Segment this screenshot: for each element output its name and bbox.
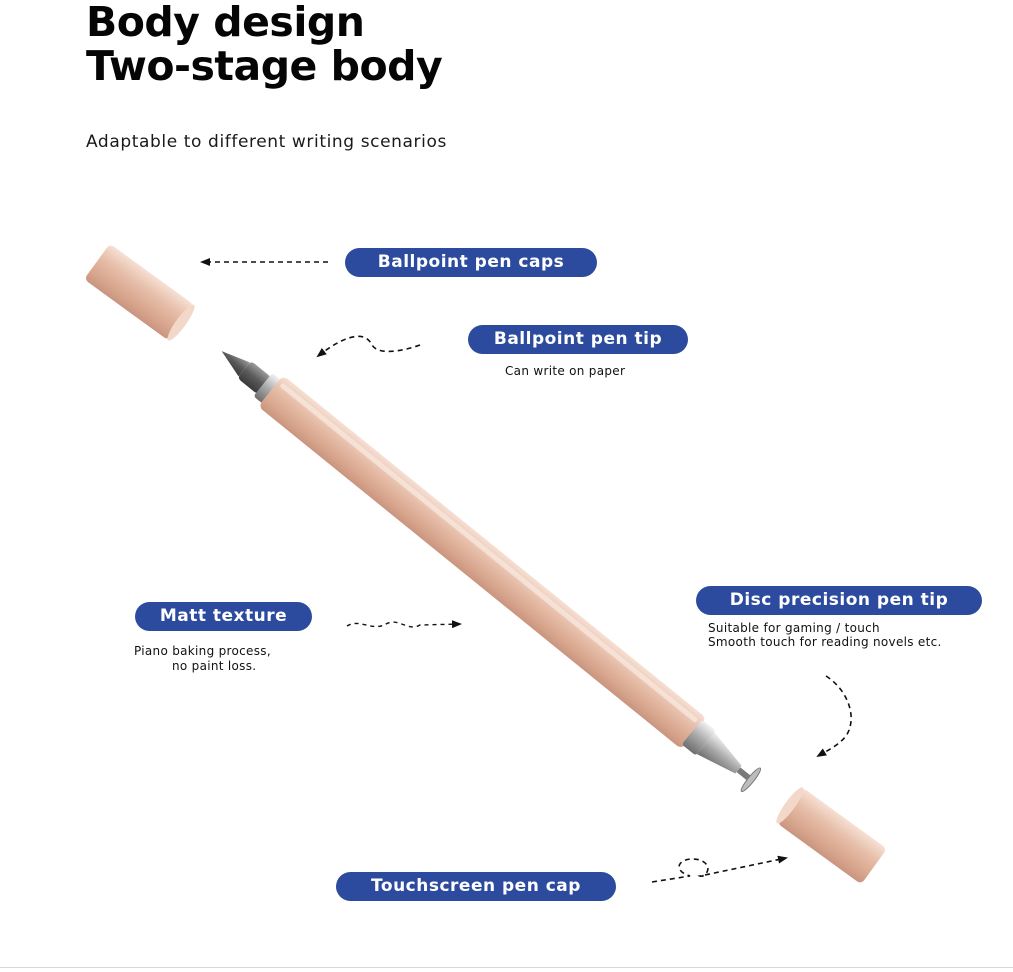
callout-ballpoint-caps: Ballpoint pen caps <box>345 248 597 277</box>
page-title-line2: Two-stage body <box>86 42 443 90</box>
arrow-to-touch-cap <box>651 855 788 883</box>
disc-tip-note-line1: Suitable for gaming / touch <box>708 621 880 635</box>
arrow-to-disc <box>816 675 852 758</box>
page-title-line1: Body design <box>86 0 365 46</box>
disc-tip-note-line2: Smooth touch for reading novels etc. <box>708 635 942 649</box>
callout-disc-precision-tip: Disc precision pen tip <box>696 586 982 615</box>
touchscreen-cap-shape <box>776 787 886 883</box>
page-subtitle: Adaptable to different writing scenarios <box>86 132 447 152</box>
pen-body-shape <box>221 351 762 793</box>
matt-texture-note-line1: Piano baking process, <box>134 644 271 658</box>
callout-ballpoint-tip: Ballpoint pen tip <box>468 325 688 354</box>
arrow-to-body <box>346 620 462 629</box>
ballpoint-tip-note: Can write on paper <box>505 364 626 378</box>
arrow-to-tip <box>316 335 421 358</box>
callout-touchscreen-cap: Touchscreen pen cap <box>336 872 616 901</box>
matt-texture-note-line2: no paint loss. <box>172 659 257 673</box>
callout-matt-texture: Matt texture <box>135 602 312 631</box>
ballpoint-cap-shape <box>85 245 195 341</box>
bottom-divider <box>0 967 1013 968</box>
